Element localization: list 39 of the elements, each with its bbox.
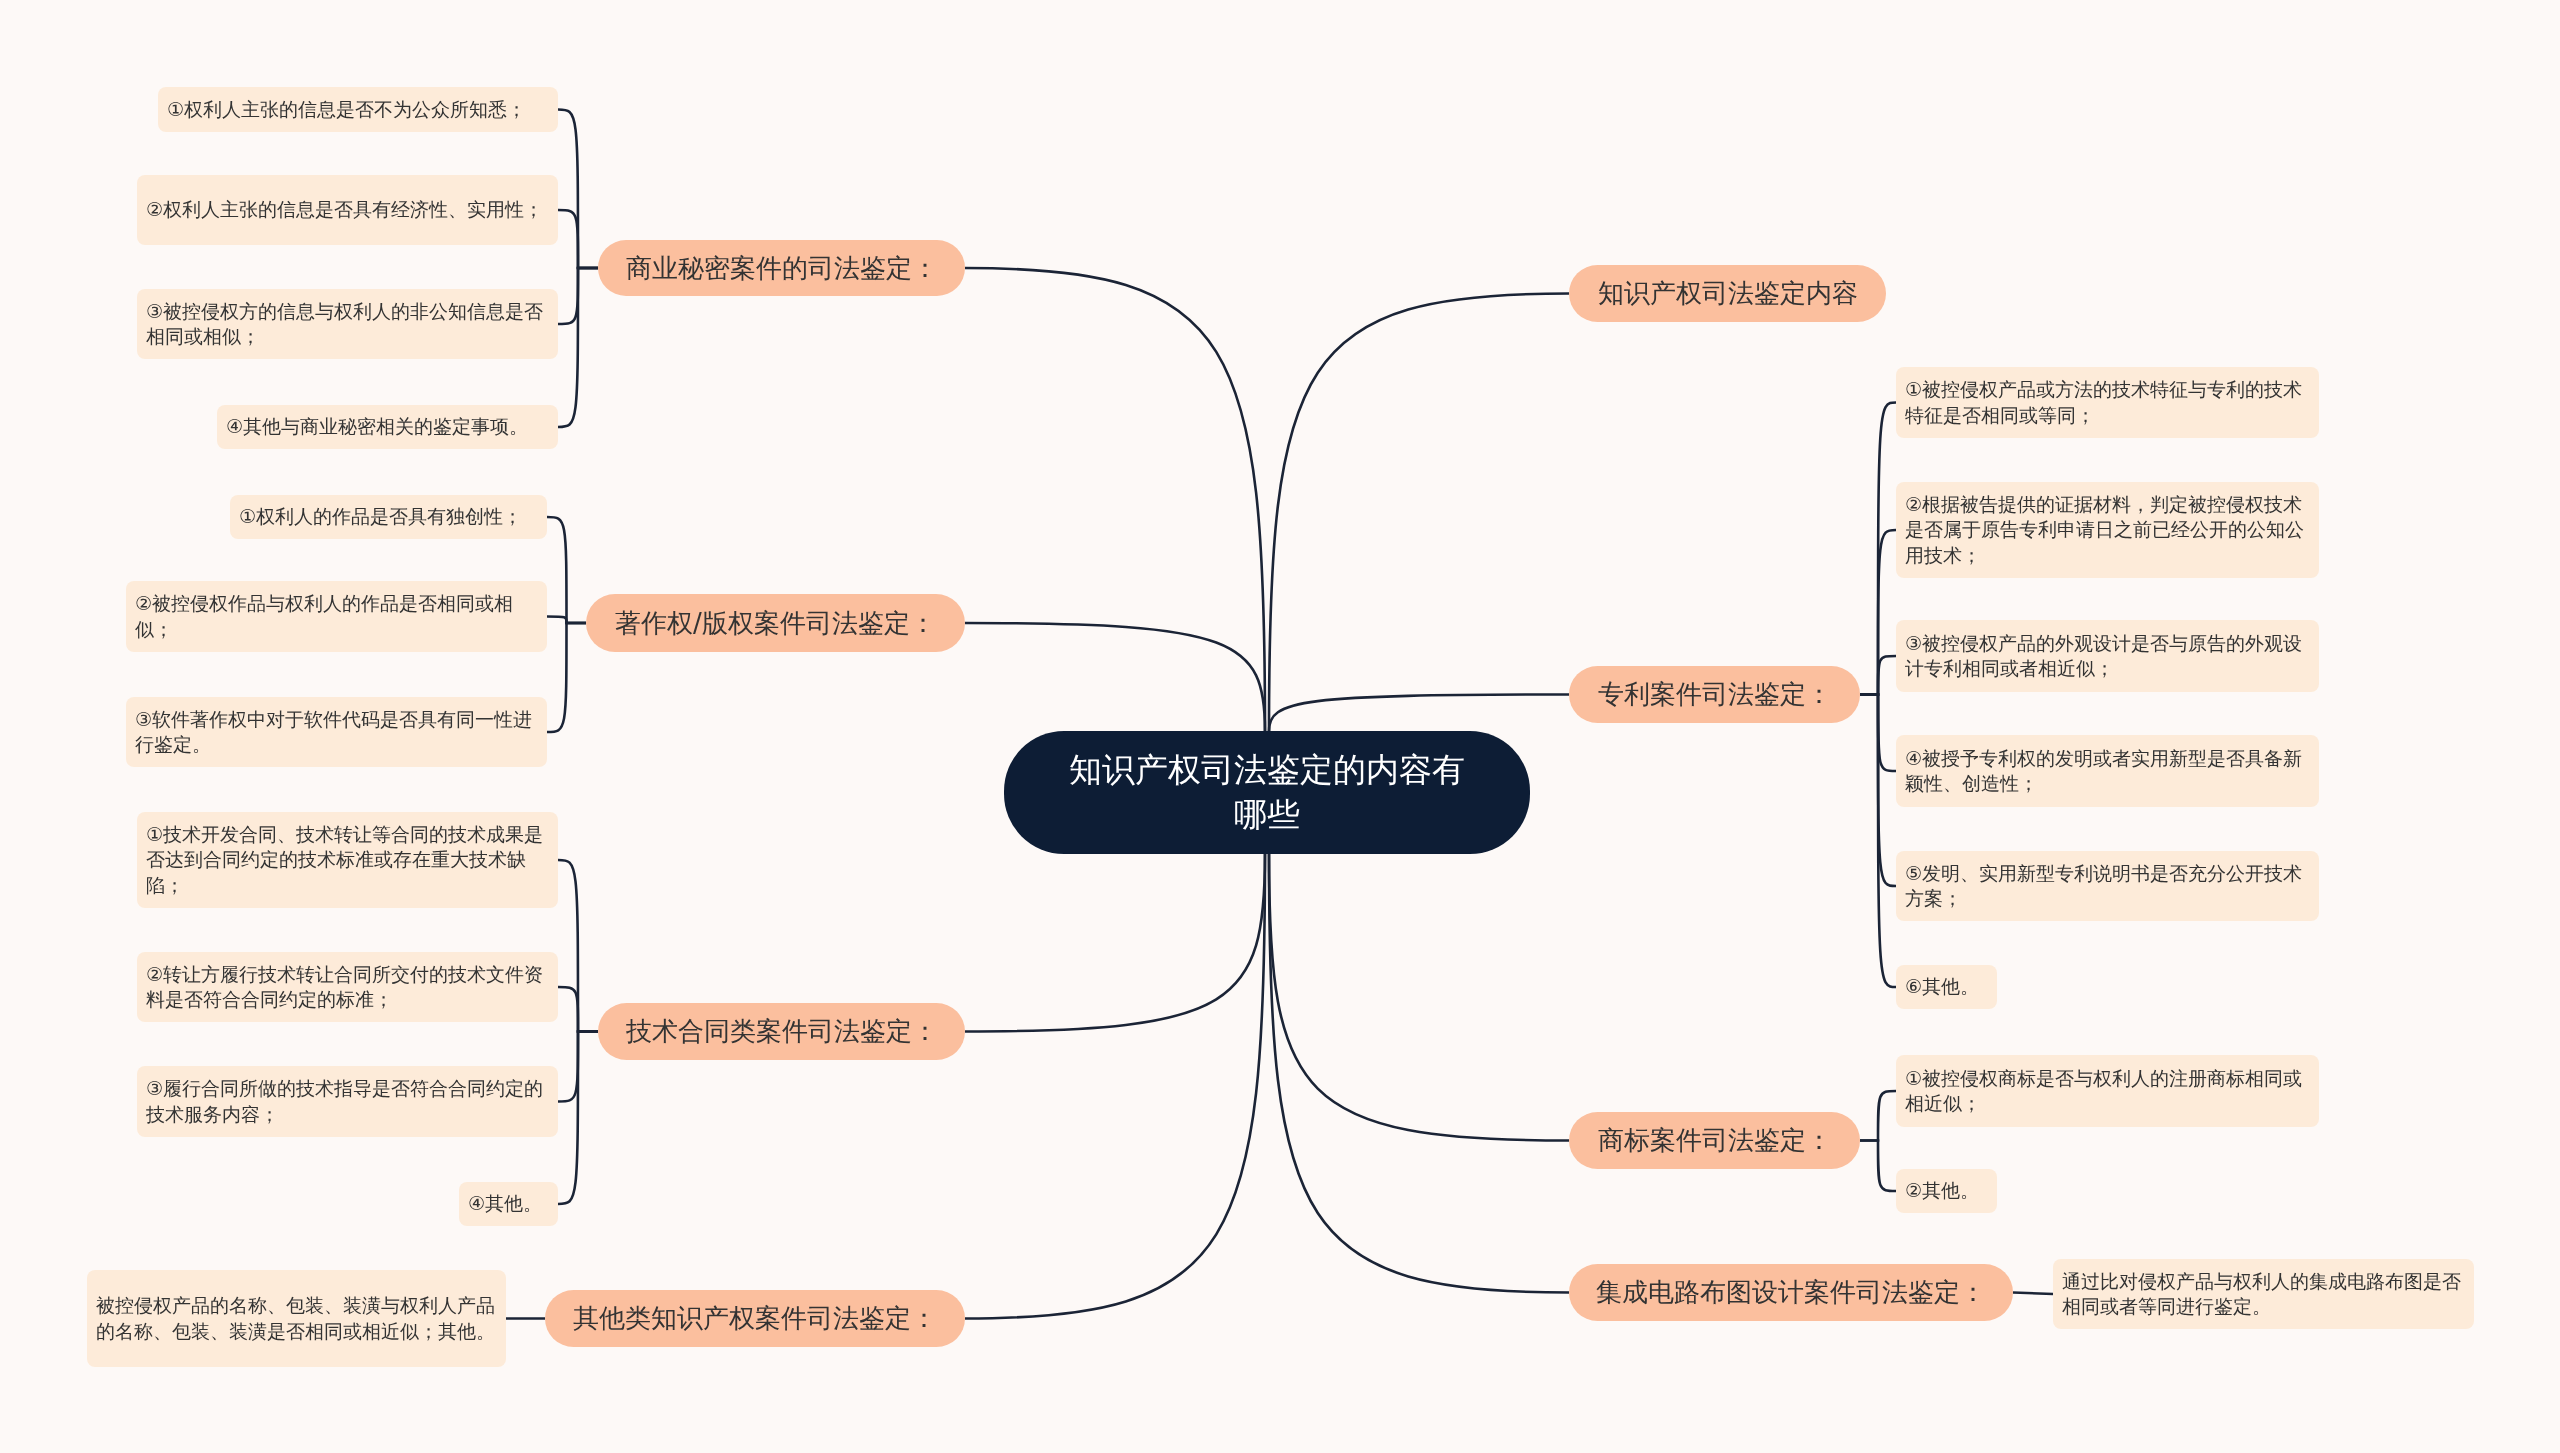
note-card: ①权利人的作品是否具有独创性； [230, 495, 547, 539]
connector-line [1860, 1139, 1896, 1193]
note-card: ③被控侵权产品的外观设计是否与原告的外观设计专利相同或者相近似； [1896, 620, 2319, 692]
note-card: 通过比对侵权产品与权利人的集成电路布图是否相同或者等同进行鉴定。 [2053, 1259, 2474, 1329]
central-topic: 知识产权司法鉴定的内容有哪些 [1004, 731, 1530, 854]
note-card: 被控侵权产品的名称、包装、装潢与权利人产品的名称、包装、装潢是否相同或相近似；其他。 [87, 1270, 506, 1367]
note-card: ①技术开发合同、技术转让等合同的技术成果是否达到合同约定的技术标准或存在重大技术缺陷； [137, 812, 558, 908]
note-card: ①被控侵权产品或方法的技术特征与专利的技术特征是否相同或等同； [1896, 367, 2319, 438]
note-card: ②转让方履行技术转让合同所交付的技术文件资料是否符合合同约定的标准； [137, 952, 558, 1022]
note-card: ④其他与商业秘密相关的鉴定事项。 [217, 405, 558, 449]
connector-line [2012, 1291, 2054, 1296]
topic-pill: 专利案件司法鉴定： [1569, 666, 1860, 723]
topic-pill: 知识产权司法鉴定内容 [1569, 265, 1886, 322]
topic-pill: 商业秘密案件的司法鉴定： [598, 240, 965, 296]
topic-pill: 技术合同类案件司法鉴定： [598, 1003, 965, 1060]
connector-line [1267, 693, 1569, 732]
connector-line [1860, 693, 1897, 989]
note-card: ②被控侵权作品与权利人的作品是否相同或相似； [126, 581, 547, 652]
note-card: ①权利人主张的信息是否不为公众所知悉； [158, 87, 558, 132]
connector-line [547, 621, 586, 734]
note-card: ⑥其他。 [1896, 965, 1997, 1009]
note-card: ④被授予专利权的发明或者实用新型是否具备新颖性、创造性； [1896, 735, 2319, 807]
topic-pill: 集成电路布图设计案件司法鉴定： [1569, 1264, 2013, 1321]
topic-pill: 著作权/版权案件司法鉴定： [586, 594, 965, 652]
note-card: ③被控侵权方的信息与权利人的非公知信息是否相同或相似； [137, 289, 558, 359]
note-card: ①被控侵权商标是否与权利人的注册商标相同或相近似； [1896, 1055, 2319, 1127]
note-card: ③软件著作权中对于软件代码是否具有同一性进行鉴定。 [126, 697, 547, 767]
note-card: ②根据被告提供的证据材料，判定被控侵权技术是否属于原告专利申请日之前已经公开的公知公用技术； [1896, 482, 2319, 578]
note-card: ③履行合同所做的技术指导是否符合合同约定的技术服务内容； [137, 1066, 558, 1137]
note-card: ⑤发明、实用新型专利说明书是否充分公开技术方案； [1896, 851, 2319, 921]
connector-line [964, 854, 1267, 1320]
note-card: ④其他。 [459, 1182, 558, 1226]
topic-pill: 商标案件司法鉴定： [1569, 1112, 1860, 1169]
connector-line [506, 1317, 545, 1320]
note-card: ②权利人主张的信息是否具有经济性、实用性； [137, 175, 558, 245]
connector-line [965, 621, 1267, 732]
connector-line [1267, 854, 1570, 1294]
note-card: ②其他。 [1896, 1169, 1997, 1213]
topic-pill: 其他类知识产权案件司法鉴定： [545, 1290, 965, 1347]
